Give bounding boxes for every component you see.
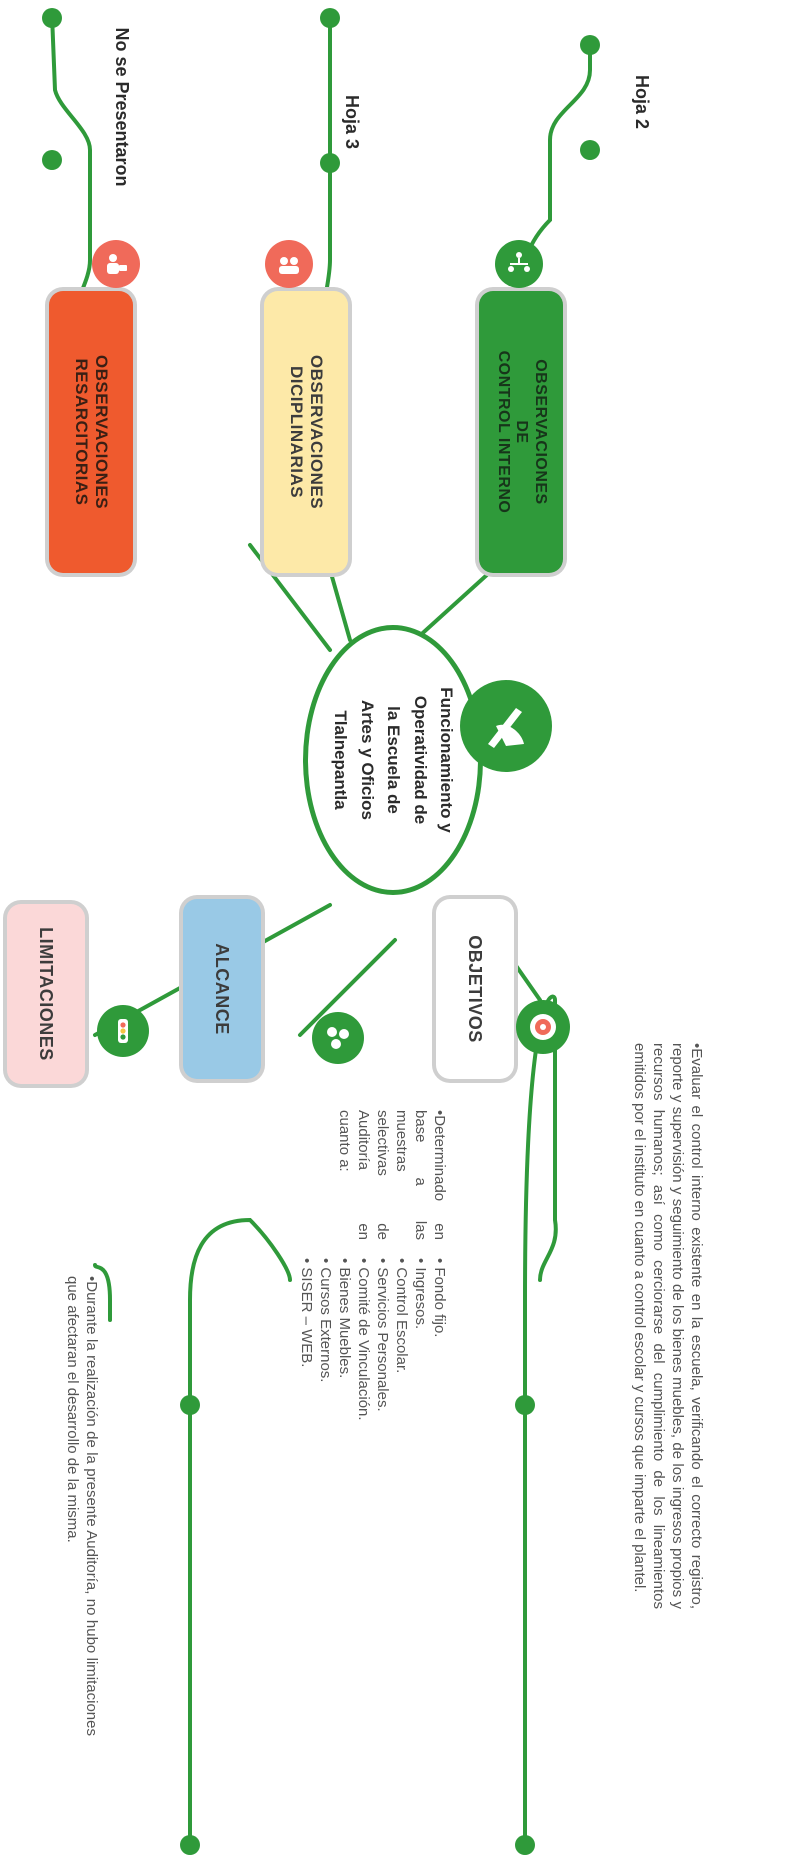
alcance-intro: •Determinado en base a las muestras sele… <box>336 1110 448 1240</box>
objetivos-box: OBJETIVOS <box>436 899 514 1079</box>
alcance-text-block: •Determinado en base a las muestras sele… <box>298 1110 449 1510</box>
hoja-2-label[interactable]: Hoja 2 <box>632 74 652 130</box>
objetivos-text: •Evaluar el control interno existente en… <box>631 1043 705 1609</box>
person-money-icon <box>92 240 140 288</box>
observaciones-diciplinarias-box: OBSERVACIONES DICIPLINARIAS <box>264 291 348 573</box>
hand-pen-icon <box>460 680 552 772</box>
target-icon <box>516 1000 570 1054</box>
molecule-icon <box>312 1012 364 1064</box>
central-topic: Funcionamiento y Operatividad de la Escu… <box>303 625 483 895</box>
traffic-light-icon <box>97 1005 149 1057</box>
team-structure-icon <box>495 240 543 288</box>
alcance-list: • Fondo fijo. • Ingresos. • Control Esco… <box>298 1258 448 1421</box>
observaciones-control-interno-box: OBSERVACIONES DE CONTROL INTERNO <box>479 291 563 573</box>
hoja-3-label[interactable]: Hoja 3 <box>342 94 362 150</box>
group-warning-icon <box>265 240 313 288</box>
limitaciones-box: LIMITACIONES <box>7 904 85 1084</box>
no-se-presentaron-label[interactable]: No se Presentaron <box>112 27 132 187</box>
limitaciones-text: •Durante la realización de la presente A… <box>64 1276 100 1736</box>
alcance-box: ALCANCE <box>183 899 261 1079</box>
observaciones-resarcitorias-box: OBSERVACIONES RESARCITORIAS <box>49 291 133 573</box>
